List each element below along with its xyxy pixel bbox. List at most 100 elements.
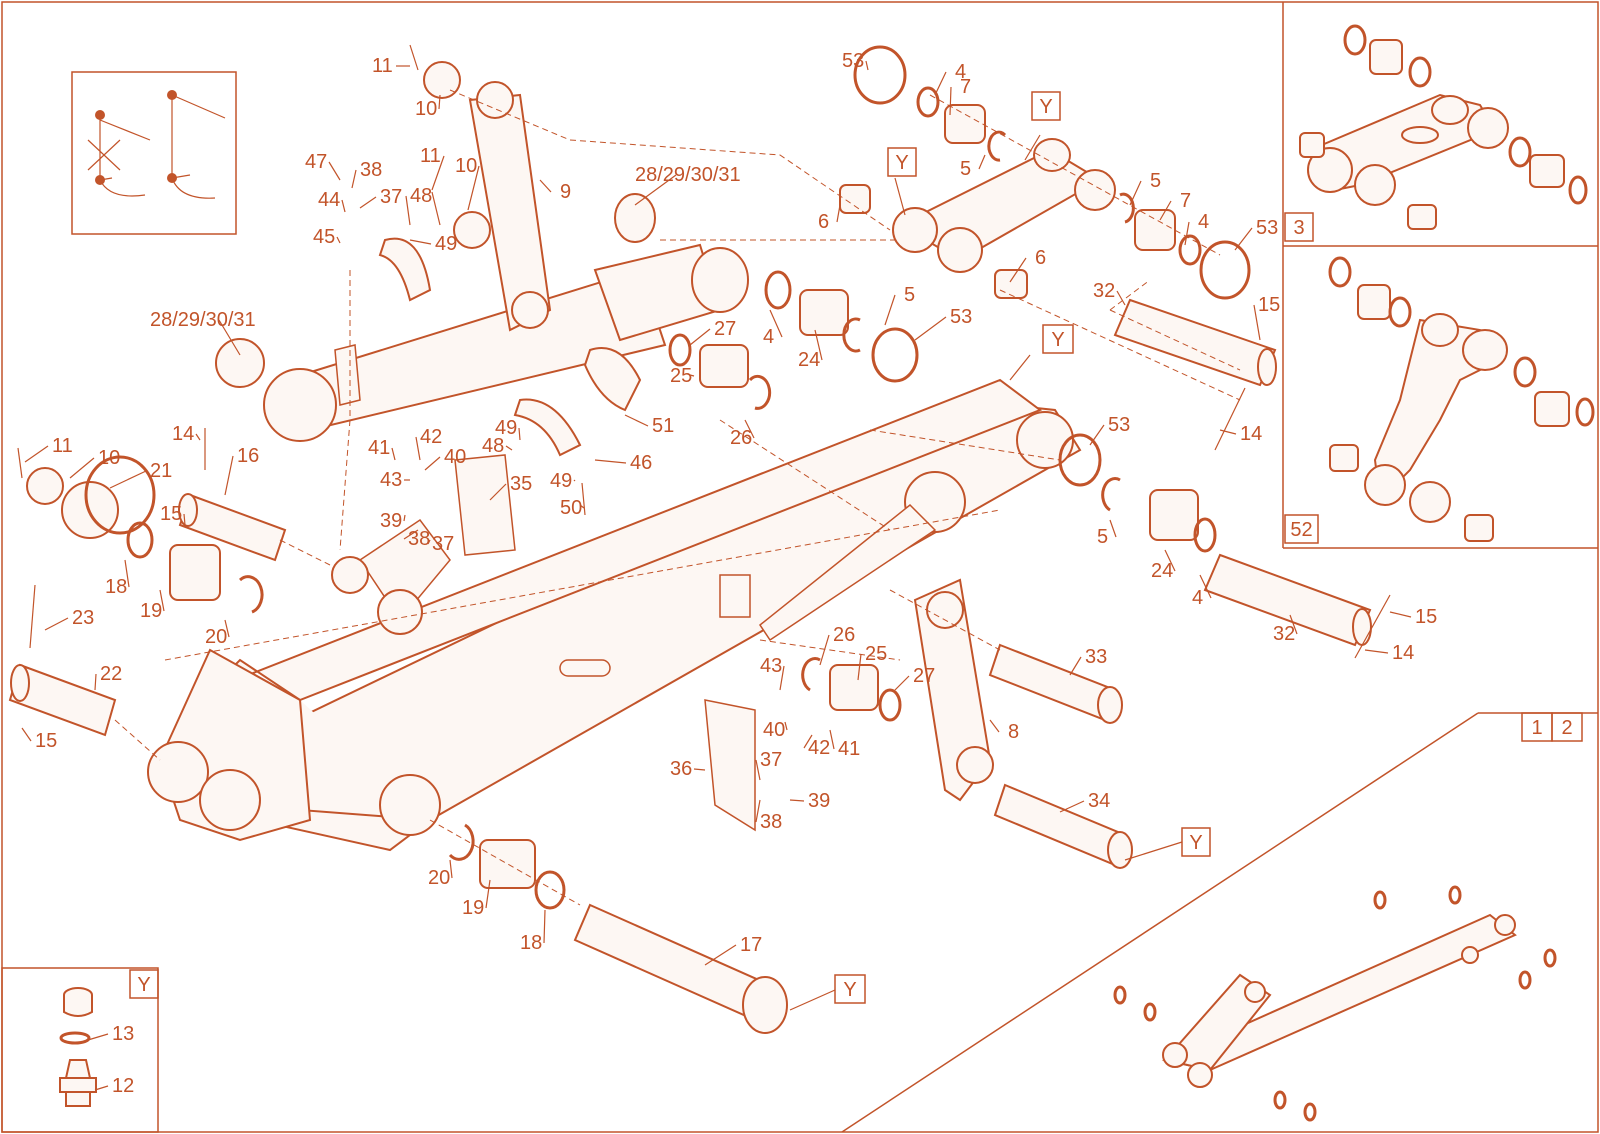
hydraulic-cylinder [263, 243, 749, 442]
callout-leader-line [693, 768, 706, 771]
part-callout-number: 36 [670, 758, 692, 780]
callout-leader-line [1009, 257, 1027, 283]
part-callout-number: 20 [428, 867, 450, 889]
part-callout-number: 35 [510, 473, 532, 495]
part-callout-number: 4 [763, 326, 774, 348]
part-callout-number: 38 [408, 528, 430, 550]
part-callout-number: 13 [112, 1023, 134, 1045]
callout-leader-line [894, 675, 910, 691]
part-callout-number: 33 [1085, 646, 1107, 668]
callout-leader-line [1364, 649, 1389, 654]
callout-leader-line [94, 673, 97, 691]
callout-leader-line [978, 154, 986, 170]
part-callout-number: 25 [670, 365, 692, 387]
part-callout-number: 6 [1035, 247, 1046, 269]
callout-leader-line [744, 419, 755, 439]
callout-leader-line [44, 617, 69, 631]
callout-leader-line [1199, 574, 1212, 599]
part-callout-number: 45 [313, 226, 335, 248]
callout-leader-line [403, 529, 419, 540]
part-callout-number: 43 [380, 469, 402, 491]
part-callout-number: 7 [1180, 190, 1191, 212]
part-callout-number: 4 [1198, 211, 1209, 233]
inset-grease-fitting [1, 967, 159, 1133]
callout-leader-line [24, 445, 49, 463]
part-callout-number: 26 [730, 427, 752, 449]
detail-label-box [129, 969, 159, 999]
callout-leader-line [1184, 221, 1190, 246]
part-callout-number: 14 [1392, 642, 1414, 664]
part-callout-number: 5 [904, 284, 915, 306]
callout-leader-line [579, 504, 585, 509]
callout-leader-line [829, 729, 835, 750]
part-callout-number: 43 [760, 655, 782, 677]
part-callout-number: 20 [205, 626, 227, 648]
callout-leader-line [539, 179, 552, 193]
callout-leader-line [704, 944, 737, 966]
detail-label-text: Y [1051, 329, 1064, 351]
callout-leader-line [183, 513, 186, 526]
callout-leader-line [409, 239, 432, 245]
part-callout-number: 53 [950, 306, 972, 328]
part-callout-number: 46 [630, 452, 652, 474]
part-callout-number: 15 [1415, 606, 1437, 628]
part-callout-number: 40 [444, 446, 466, 468]
callout-leader-line [624, 414, 649, 427]
part-callout-number: 10 [415, 98, 437, 120]
callout-leader-line [1089, 424, 1105, 446]
part-callout-number: 22 [100, 663, 122, 685]
part-callout-number: 42 [808, 737, 830, 759]
part-callout-number: 15 [35, 730, 57, 752]
boom-frame [147, 378, 1082, 852]
detail-label-text: 3 [1293, 217, 1304, 239]
callout-leader-line [914, 316, 947, 341]
callout-leader-line [814, 329, 823, 361]
detail-leader-line [894, 177, 906, 216]
callout-leader-line [336, 236, 341, 244]
part-callout-number: 49 [495, 417, 517, 439]
callout-leader-line [415, 436, 421, 461]
callout-leader-line [449, 859, 453, 879]
callout-leader-line [573, 479, 576, 482]
part-callout-number: 24 [798, 349, 820, 371]
callout-leader-line [351, 169, 357, 189]
callout-leader-line [779, 665, 785, 691]
part-callout-number: 17 [740, 934, 762, 956]
detail-leader-line [1024, 134, 1041, 161]
link-8 [913, 578, 994, 802]
part-callout-number: 39 [808, 790, 830, 812]
bolts [17, 44, 1391, 659]
callout-leader-line [87, 1033, 109, 1041]
part-callout-number: 32 [1093, 280, 1115, 302]
part-callout-number: 53 [842, 50, 864, 72]
part-callout-number: 37 [760, 749, 782, 771]
part-callout-number: 39 [380, 510, 402, 532]
callout-leader-line [467, 165, 480, 211]
part-callout-number: 26 [833, 624, 855, 646]
part-callout-number: 5 [1150, 170, 1161, 192]
detail-leader-line [1009, 354, 1031, 381]
part-callout-number: 9 [560, 181, 571, 203]
part-callout-number: 10 [455, 155, 477, 177]
detail-label-text: Y [137, 974, 150, 996]
pin-retainer-legend-icon [71, 71, 237, 235]
detail-label-text: Y [1039, 96, 1052, 118]
part-callout-number: 34 [1088, 790, 1110, 812]
detail-label-text: Y [1189, 832, 1202, 854]
part-callout-number: 11 [420, 145, 441, 167]
part-callout-number: 32 [1273, 623, 1295, 645]
callout-leader-line [1389, 611, 1412, 618]
detail-leader-line [1124, 841, 1183, 861]
callout-leader-line [634, 174, 677, 206]
callout-leader-line [594, 459, 627, 464]
part-callout-number: 18 [105, 576, 127, 598]
part-callout-number: 16 [237, 445, 259, 467]
callout-leader-line [803, 734, 813, 749]
callout-leader-line [94, 1085, 109, 1091]
part-callout-number: 18 [520, 932, 542, 954]
callout-leader-line [989, 719, 1000, 733]
part-callout-number: 4 [955, 61, 966, 83]
callout-leader-line [769, 309, 783, 338]
